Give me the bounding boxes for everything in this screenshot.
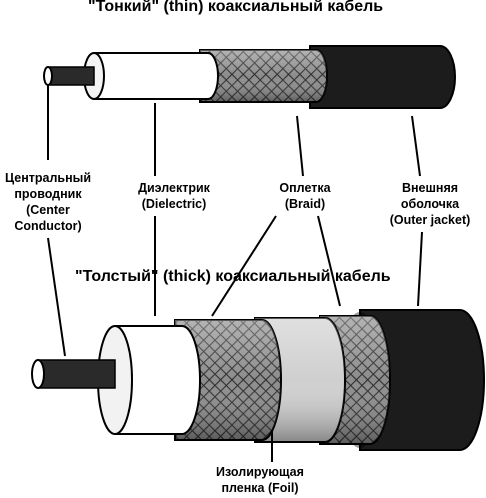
thin-cable	[43, 45, 456, 109]
jacket-leader-top	[411, 115, 421, 177]
thick-cable-title: "Толстый" (thick) коаксиальный кабель	[75, 268, 391, 285]
dielectric-label: Диэлектрик (Dielectric)	[138, 181, 210, 211]
braid-label: Оплетка (Braid)	[279, 181, 331, 211]
jacket-leader-bottom	[417, 231, 423, 307]
thick-outer-jacket	[359, 309, 485, 451]
thin-cable-title: "Тонкий" (thin) коаксиальный кабель	[88, 0, 384, 15]
braid-leader-right	[317, 215, 341, 307]
thick-conductor-tip	[31, 359, 45, 389]
foil-label: Изолирующая пленка (Foil)	[216, 465, 304, 495]
leader-lines	[47, 85, 423, 462]
thin-dielectric	[93, 52, 219, 100]
thick-cable	[31, 309, 485, 451]
outer-jacket-label: Внешняя оболочка (Outer jacket)	[389, 181, 471, 227]
center-conductor-label: Центральный проводник (Center Conductor)	[4, 171, 92, 233]
thin-outer-jacket	[309, 45, 456, 109]
thin-center-conductor	[47, 66, 95, 86]
thin-conductor-tip	[43, 66, 53, 86]
thick-center-conductor	[37, 359, 116, 389]
thick-dielectric	[114, 325, 201, 435]
braid-leader-left	[211, 215, 277, 317]
braid-leader-top	[296, 115, 304, 177]
center-leader-bottom	[47, 237, 66, 357]
